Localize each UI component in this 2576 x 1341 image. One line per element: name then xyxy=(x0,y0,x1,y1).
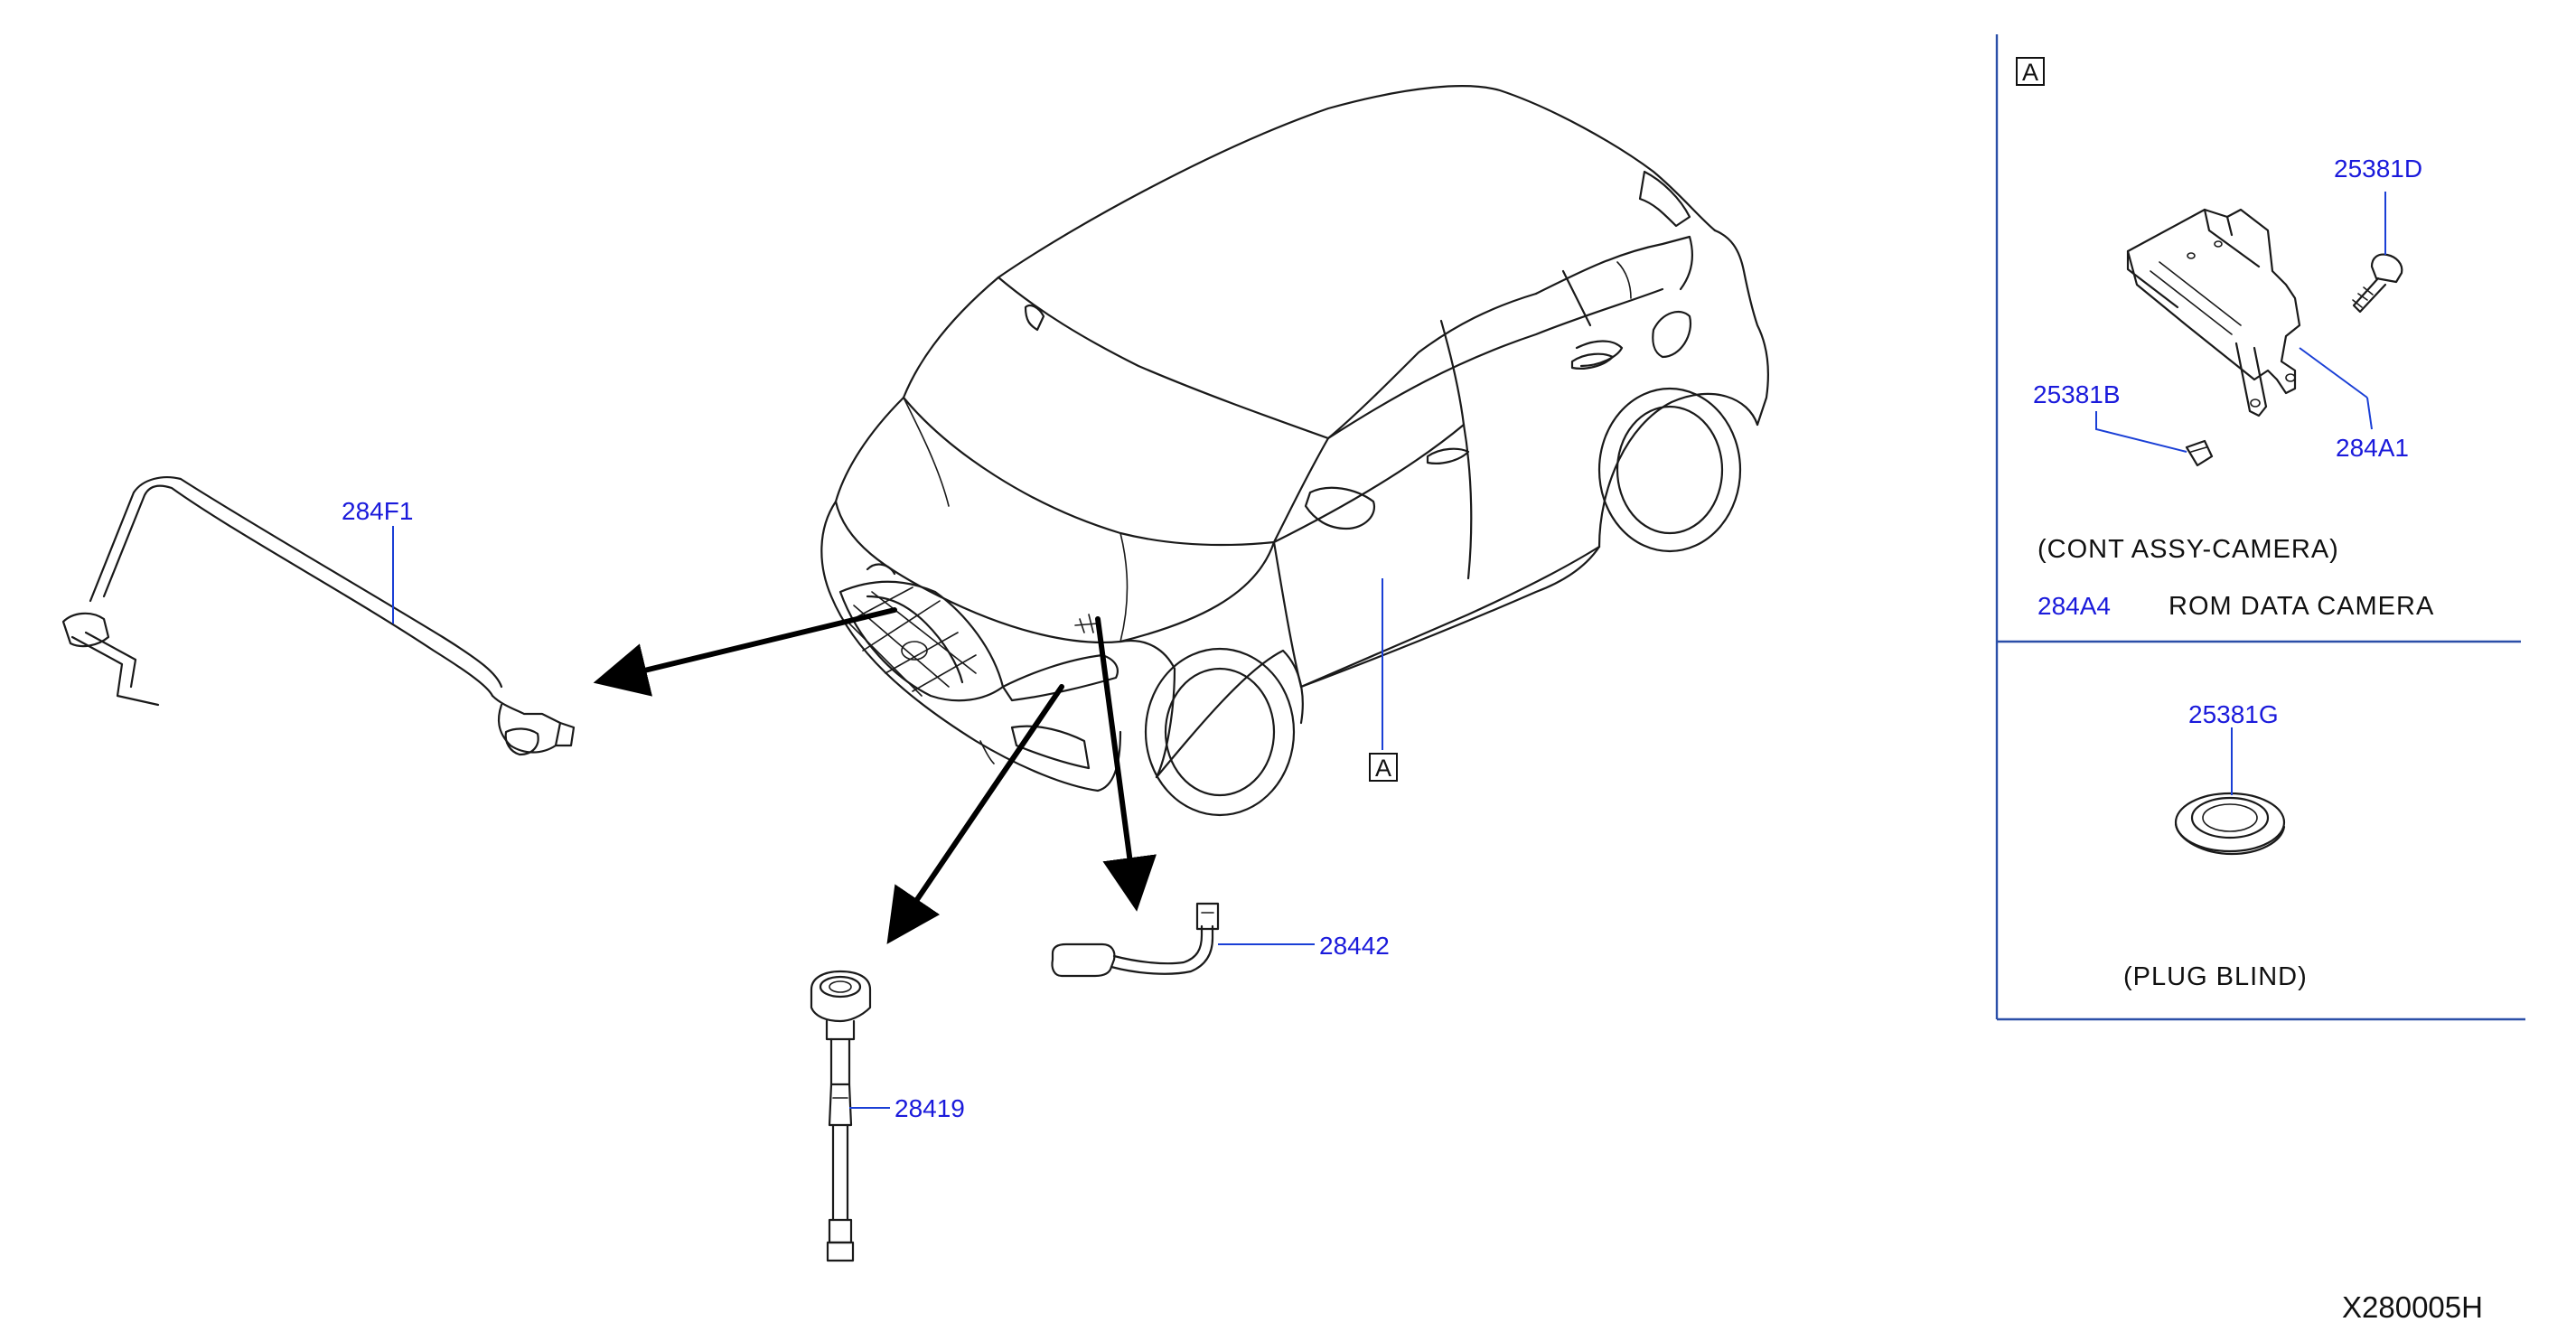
label-25381D: 25381D xyxy=(2334,155,2422,183)
part-28442-drawing xyxy=(1051,902,1315,978)
diagram-code: X280005H xyxy=(2342,1290,2483,1324)
car-view-ref-box: A xyxy=(1369,578,1398,782)
label-284A1: 284A1 xyxy=(2336,434,2409,462)
part-284F1-drawing xyxy=(61,476,576,756)
panel-view-ref-box: A xyxy=(2016,57,2045,86)
note-rom-data-camera: ROM DATA CAMERA xyxy=(2169,592,2434,621)
label-25381G: 25381G xyxy=(2188,700,2279,728)
note-plug-blind: (PLUG BLIND) xyxy=(2123,962,2308,991)
part-25381G-drawing xyxy=(2174,727,2286,856)
svg-text:A: A xyxy=(2022,59,2038,86)
label-28442: 28442 xyxy=(1319,932,1390,960)
svg-text:A: A xyxy=(1375,755,1391,782)
part-284A1-drawing xyxy=(2126,208,2373,430)
part-28419-drawing xyxy=(810,970,890,1262)
part-25381D-drawing xyxy=(2352,192,2403,314)
label-284A4: 284A4 xyxy=(2037,592,2111,620)
detail-panel-frame xyxy=(1995,34,2525,1021)
callout-arrows xyxy=(593,607,1157,944)
note-cont-assy-camera: (CONT ASSY-CAMERA) xyxy=(2037,535,2339,564)
label-284F1: 284F1 xyxy=(342,497,413,525)
label-25381B: 25381B xyxy=(2033,380,2121,408)
part-25381B-drawing xyxy=(2095,411,2214,467)
vehicle-illustration xyxy=(820,85,1770,817)
label-28419: 28419 xyxy=(895,1094,965,1122)
